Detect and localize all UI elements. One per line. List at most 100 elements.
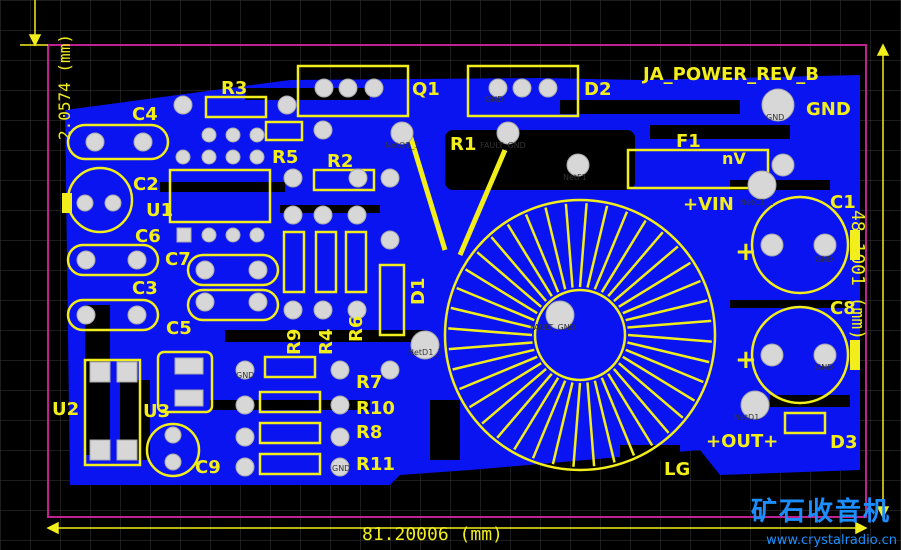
winding-turn [490, 236, 548, 302]
winding-turn [600, 219, 647, 293]
pad-label-fault: FAULT_GND [480, 141, 526, 150]
nv-label: nV [722, 149, 746, 168]
ref-c6: C6 [135, 226, 161, 247]
winding-turn [622, 279, 701, 315]
board-title: JA_POWER_REV_B [641, 64, 819, 85]
vin-label: +VIN [683, 194, 734, 215]
winding-turn [456, 286, 535, 322]
ref-r8: R8 [356, 422, 382, 443]
pad-label-gnd: GND [766, 113, 784, 122]
designators: R3 Q1 D2 R1 F1 C4 R5 R2 C2 U1 C6 C7 C3 C… [52, 78, 857, 480]
winding-turn [593, 211, 629, 290]
winding-turn [625, 299, 708, 322]
winding-turn [593, 380, 616, 463]
pad-label-gnd-d2: GND [485, 95, 503, 104]
svg-text:+: + [735, 237, 757, 267]
ref-r2: R2 [327, 151, 353, 172]
watermark-url: www.crystalradio.cn [766, 533, 897, 548]
winding-turn [524, 214, 560, 293]
svg-text:+: + [735, 345, 757, 375]
ref-c3: C3 [132, 278, 158, 299]
winding-turn [459, 355, 538, 391]
winding-turn [450, 306, 533, 329]
winding-turn [586, 205, 609, 288]
pad-label-netd1b: NetD1 [734, 413, 759, 422]
ref-r6: R6 [346, 316, 367, 342]
winding-turn [564, 203, 574, 288]
ref-r10: R10 [356, 398, 395, 419]
ref-lg: LG [664, 459, 690, 480]
winding-turn [625, 348, 704, 384]
pad-label-gnd-c8: GND [815, 363, 833, 372]
pad-label-netf1: NetF1 [563, 173, 587, 182]
winding-turn [551, 382, 574, 465]
winding-turn [607, 231, 664, 298]
winding-turn [468, 362, 542, 409]
inductor-winding [448, 203, 712, 467]
dim-offset: 2.0574 (mm) [55, 34, 74, 140]
dimensions [20, 0, 890, 535]
ref-r11: R11 [356, 454, 395, 475]
winding-turn [627, 319, 712, 329]
ref-r4: R4 [316, 329, 337, 355]
winding-turn [572, 382, 582, 467]
winding-turn [476, 251, 543, 308]
ref-u2: U2 [52, 399, 79, 420]
ref-c8: C8 [830, 298, 856, 319]
pads [62, 78, 860, 477]
winding-turn [607, 373, 654, 447]
winding-turn [586, 382, 596, 467]
winding-turn [627, 333, 712, 343]
pad-label-netc1: NetC1_1 [740, 198, 774, 207]
ref-c4: C4 [132, 104, 158, 125]
pad-label-gnd-r11: GND [332, 464, 350, 473]
pad-label-gnd-c1: GND [815, 255, 833, 264]
ref-r9: R9 [284, 329, 305, 355]
ref-d1: D1 [408, 278, 429, 305]
pad-net-labels: GND NetC1_1 NetF1 NetQ1_1 FAULT_GND FAUL… [236, 95, 833, 473]
winding-turn [627, 341, 710, 364]
ref-r5: R5 [272, 147, 298, 168]
out-label: +OUT+ [706, 431, 778, 452]
winding-turn [513, 377, 560, 451]
gnd-label: GND [806, 99, 851, 120]
pad-label-gnd-r7: GND [236, 371, 254, 380]
ref-u1: U1 [146, 200, 173, 221]
winding-turn [481, 367, 547, 425]
pad-label-fault-lg: FAULT_GND [530, 323, 576, 332]
ref-f1: F1 [676, 131, 701, 152]
ref-u3: U3 [143, 401, 170, 422]
ref-r7: R7 [356, 372, 382, 393]
winding-turn [617, 362, 684, 419]
ref-d2: D2 [584, 79, 611, 100]
ref-c5: C5 [166, 318, 192, 339]
winding-turn [452, 348, 535, 371]
winding-turn [448, 327, 533, 337]
ref-c2: C2 [133, 174, 159, 195]
board-outline [47, 44, 867, 518]
dim-height: 48.1001 (mm) [847, 210, 868, 340]
winding-turn [600, 377, 636, 456]
ref-c7: C7 [165, 249, 191, 270]
ref-d3: D3 [830, 432, 857, 453]
winding-turn [464, 268, 538, 315]
ref-r1: R1 [450, 134, 476, 155]
ref-c1: C1 [830, 192, 856, 213]
silkscreen-layer [66, 64, 850, 478]
winding-turn [544, 207, 567, 290]
winding-turn [618, 261, 692, 308]
winding-turn [448, 341, 533, 351]
pad-label-netd1: NetD1_1 [408, 348, 442, 357]
ref-r3: R3 [221, 78, 247, 99]
copper-layer [65, 75, 860, 485]
dim-width: 81.20006 (mm) [362, 524, 503, 545]
winding-turn [578, 203, 588, 288]
board-labels: JA_POWER_REV_B GND +VIN +OUT+ nV + + [641, 64, 851, 452]
winding-turn [612, 368, 670, 434]
ref-q1: Q1 [412, 79, 440, 100]
winding-turn [496, 372, 553, 439]
winding-turn [531, 380, 567, 459]
winding-turn [613, 245, 679, 303]
winding-turn [622, 355, 696, 402]
